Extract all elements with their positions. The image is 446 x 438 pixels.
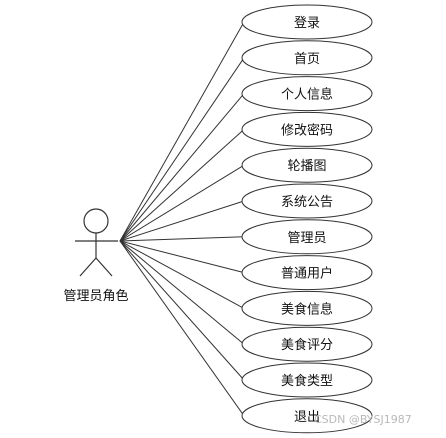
actor-stick-figure (75, 208, 118, 277)
use-case-label: 轮播图 (287, 159, 326, 174)
association-lines (119, 21, 245, 417)
association-line (119, 57, 245, 242)
watermark: CSDN @BYSJ1987 (314, 413, 412, 426)
use-case-label: 管理员 (287, 231, 326, 246)
use-case-ellipse (241, 290, 373, 326)
use-case-label: 美食信息 (281, 301, 333, 317)
use-case-5: 轮播图 (241, 147, 373, 183)
association-line (119, 164, 245, 242)
use-case-9: 美食信息 (241, 290, 373, 326)
use-case-10: 美食评分 (241, 326, 373, 362)
use-case-6: 系统公告 (241, 183, 373, 219)
use-case-4: 修改密码 (241, 111, 373, 147)
association-line (119, 21, 245, 242)
association-line (119, 240, 245, 345)
use-case-3: 个人信息 (241, 76, 373, 112)
use-case-label: 个人信息 (281, 87, 333, 103)
actor-left-leg (79, 257, 97, 277)
association-line (119, 129, 245, 242)
use-case-ellipse (241, 76, 373, 112)
use-case-label: 退出 (294, 410, 320, 425)
use-case-8: 普通用户 (241, 255, 373, 291)
use-case-label: 美食类型 (281, 373, 333, 389)
association-line (119, 200, 245, 242)
use-case-label: 登录 (294, 16, 320, 31)
use-case-ellipse (241, 326, 373, 362)
use-case-ellipse (241, 255, 373, 291)
use-case-ellipse (241, 219, 373, 255)
use-case-label: 首页 (294, 52, 320, 67)
association-line (119, 236, 245, 242)
association-line (119, 240, 245, 309)
use-case-label: 美食评分 (281, 337, 333, 353)
use-case-1: 登录 (241, 4, 373, 40)
actor-head (83, 208, 109, 234)
use-case-ellipse (241, 4, 373, 40)
use-case-12: 退出 (241, 398, 373, 434)
association-line (119, 240, 245, 417)
use-case-ellipse (241, 147, 373, 183)
use-case-label: 系统公告 (281, 195, 333, 210)
actor-label: 管理员角色 (63, 288, 128, 304)
association-line (119, 240, 245, 274)
association-line (119, 93, 245, 242)
actor-right-leg (95, 257, 113, 277)
use-case-7: 管理员 (241, 219, 373, 255)
use-case-ellipse (241, 398, 373, 434)
use-case-ellipse (241, 111, 373, 147)
use-case-ellipse (241, 40, 373, 76)
use-case-11: 美食类型 (241, 362, 373, 398)
use-case-ellipse (241, 183, 373, 219)
use-case-label: 修改密码 (281, 122, 333, 138)
use-case-2: 首页 (241, 40, 373, 76)
use-case-label: 普通用户 (281, 266, 333, 282)
use-case-ellipse (241, 362, 373, 398)
association-line (119, 240, 245, 381)
